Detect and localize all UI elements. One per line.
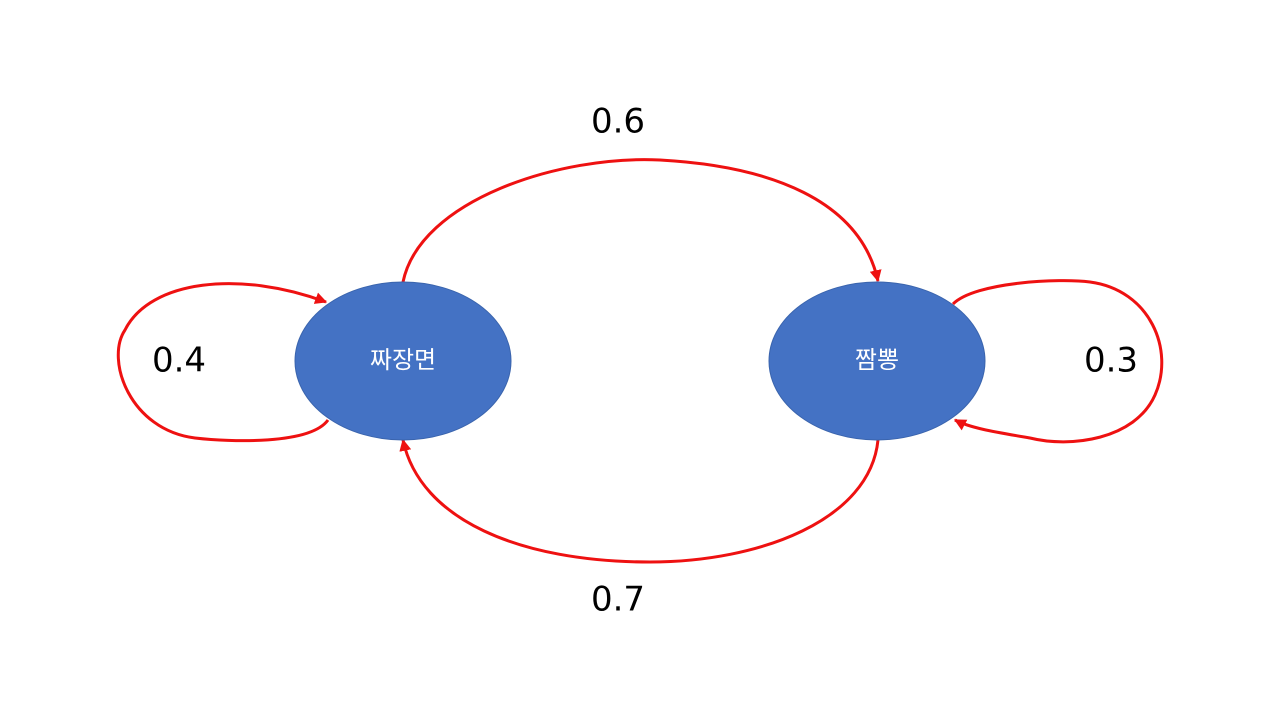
node-jjajangmyeon-shape [294,281,512,441]
edge-label-jjajangmyeon-to-jjamppong: 0.6 [591,102,645,142]
node-jjajangmyeon-label: 짜장면 [370,346,436,374]
node-jjamppong-label: 짬뽕 [855,346,899,374]
edge-label-jjamppong-to-jjajangmyeon: 0.7 [591,580,645,620]
edge-jjamppong-self-loop [951,279,1164,444]
edge-label-jjajangmyeon-self: 0.4 [152,341,206,381]
node-jjamppong-shape [768,281,986,441]
node-jjajangmyeon: 짜장면 [294,281,512,441]
edge-jjamppong-to-jjajangmyeon [399,438,880,564]
edge-label-jjamppong-self: 0.3 [1084,341,1138,381]
edge-jjajangmyeon-self-loop [116,282,330,443]
edge-jjajangmyeon-to-jjamppong [401,158,882,283]
node-jjamppong: 짬뽕 [768,281,986,441]
